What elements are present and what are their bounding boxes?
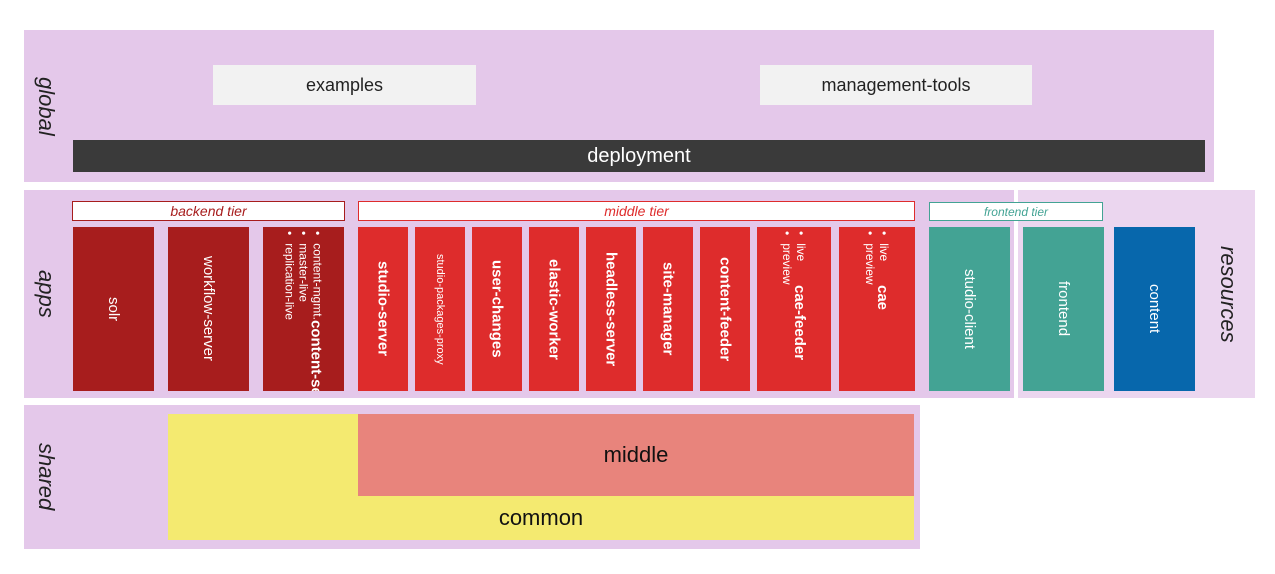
- app-column-workflow-server: workflow-server: [168, 227, 249, 391]
- column-title: studio-client: [961, 268, 978, 350]
- column-title: studio-server: [374, 261, 392, 357]
- apps-label: apps: [34, 270, 59, 318]
- frontend-tier-label: frontend tier: [929, 202, 1103, 221]
- app-column-headless-server: headless-server: [586, 227, 636, 391]
- column-title: user-changes: [488, 260, 506, 358]
- column-title: site-manager: [659, 262, 677, 356]
- app-column-studio-server: studio-server: [358, 227, 408, 391]
- middle-block: middle: [358, 414, 914, 496]
- global-label: global: [34, 76, 59, 136]
- list-item: content-mgmt.: [311, 231, 325, 320]
- list-item: live: [794, 231, 808, 285]
- column-title: studio-packages-proxy: [434, 253, 446, 365]
- list-item: master-live: [297, 231, 311, 320]
- column-title: cae-feeder: [791, 284, 808, 360]
- app-column-frontend: frontend: [1023, 227, 1104, 391]
- backend-tier-label: backend tier: [72, 201, 345, 221]
- deployment-bar: deployment: [73, 140, 1205, 172]
- app-column-solr: solr: [73, 227, 154, 391]
- app-column-elastic-worker: elastic-worker: [529, 227, 579, 391]
- middle-tier-label: middle tier: [358, 201, 915, 221]
- management-tools-box: management-tools: [760, 65, 1032, 105]
- app-column-site-manager: site-manager: [643, 227, 693, 391]
- column-title: content-feeder: [716, 256, 734, 362]
- column-title: headless-server: [602, 251, 620, 367]
- app-column-content-feeder: content-feeder: [700, 227, 750, 391]
- list-item: replication-live: [283, 231, 297, 320]
- common-label: common: [498, 505, 584, 530]
- list-item: preview: [863, 231, 877, 284]
- app-column-user-changes: user-changes: [472, 227, 522, 391]
- column-title: elastic-worker: [545, 258, 563, 360]
- examples-box: examples: [213, 65, 476, 105]
- app-column-content: content: [1114, 227, 1195, 391]
- resources-label: resources: [1216, 245, 1241, 343]
- column-title: frontend: [1055, 281, 1072, 337]
- column-title: content: [1146, 284, 1163, 334]
- column-title: workflow-server: [200, 256, 217, 362]
- shared-label: shared: [34, 443, 59, 511]
- app-column-studio-client: studio-client: [929, 227, 1010, 391]
- app-column-cae-feeder: cae-feeder live preview: [757, 227, 831, 391]
- column-items: live preview: [863, 231, 891, 285]
- app-column-content-server: content-server content-mgmt. master-live…: [263, 227, 344, 391]
- list-item: live: [877, 231, 891, 285]
- column-title: content-server: [307, 319, 325, 391]
- list-item: preview: [780, 231, 794, 284]
- column-items: live preview: [780, 231, 808, 285]
- column-title: cae: [874, 284, 891, 310]
- column-items: content-mgmt. master-live replication-li…: [283, 231, 325, 320]
- app-column-studio-packages-proxy: studio-packages-proxy: [415, 227, 465, 391]
- column-title: solr: [105, 296, 122, 322]
- app-column-cae: cae live preview: [839, 227, 915, 391]
